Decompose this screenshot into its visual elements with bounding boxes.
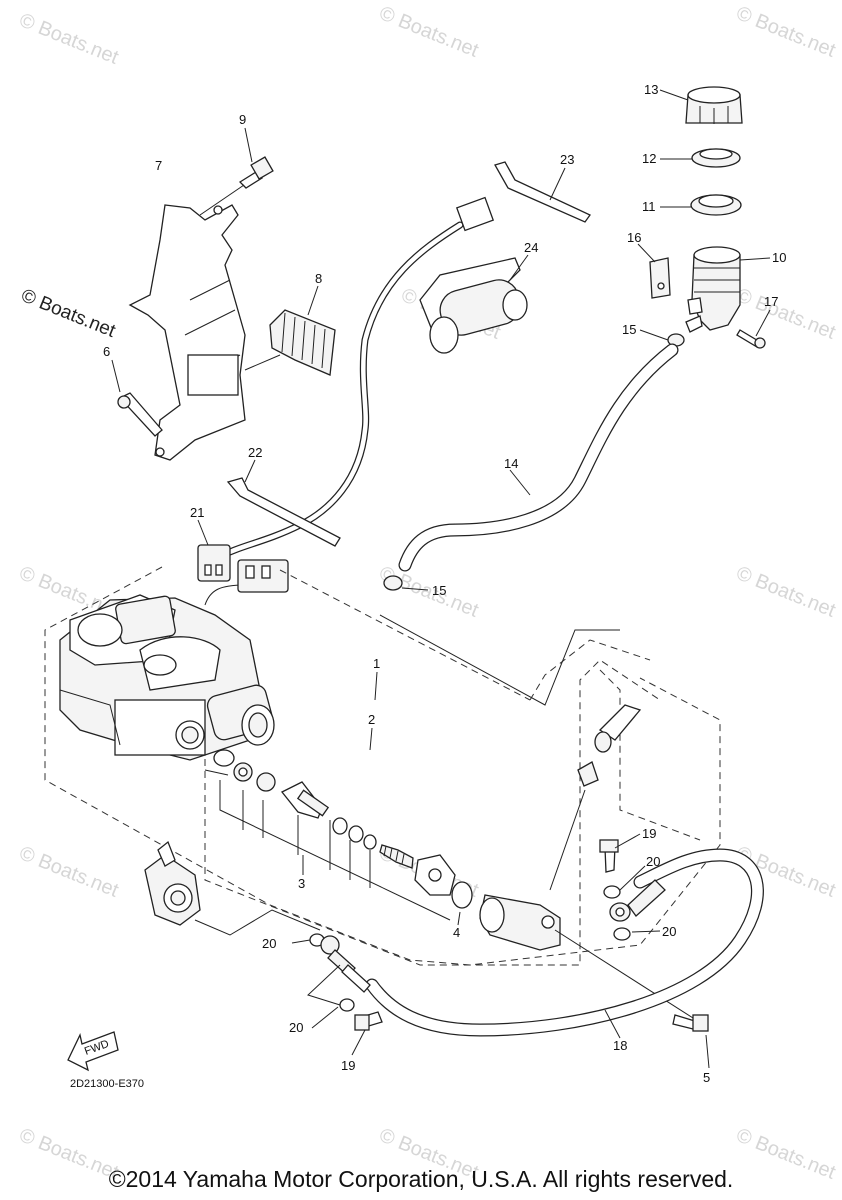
callout-7: 7 bbox=[155, 158, 162, 173]
reservoir-part-10 bbox=[687, 246, 741, 331]
bolt-part-5 bbox=[672, 1014, 709, 1032]
callout-19-upper: 19 bbox=[642, 826, 656, 841]
bolt-part-19-lower bbox=[354, 1011, 383, 1031]
banjo-fitting bbox=[609, 879, 666, 922]
cylinder-part-5 bbox=[479, 894, 561, 951]
watermark-grid: © Boats.net © Boats.net © Boats.net © Bo… bbox=[16, 2, 839, 1184]
callout-2: 2 bbox=[368, 712, 375, 727]
washer-part-20-d bbox=[339, 998, 355, 1012]
callout-20-a: 20 bbox=[646, 854, 660, 869]
watermark: © Boats.net bbox=[376, 562, 482, 622]
clamp-part-24 bbox=[419, 257, 528, 354]
callout-12: 12 bbox=[642, 151, 656, 166]
callout-15-upper: 15 bbox=[622, 322, 636, 337]
seal-part-11 bbox=[690, 194, 742, 216]
callout-3: 3 bbox=[298, 876, 305, 891]
callout-20-d: 20 bbox=[289, 1020, 303, 1035]
actuator-body bbox=[59, 594, 275, 761]
washer-part-20-a bbox=[603, 885, 621, 899]
bolt-part-19-upper bbox=[599, 839, 619, 873]
clip-part-15-lower bbox=[383, 575, 403, 591]
bolt-part-9 bbox=[238, 156, 274, 189]
plate-part-16 bbox=[649, 257, 671, 299]
callout-21: 21 bbox=[190, 505, 204, 520]
callout-11: 11 bbox=[642, 199, 656, 214]
watermark-prominent: © Boats.net bbox=[18, 285, 119, 342]
watermark: © Boats.net bbox=[16, 9, 122, 69]
callout-24: 24 bbox=[524, 240, 538, 255]
callout-16: 16 bbox=[627, 230, 641, 245]
ring-part-12 bbox=[691, 148, 741, 168]
callout-10: 10 bbox=[772, 250, 786, 265]
fitting-upper bbox=[577, 704, 642, 787]
connector-part-21 bbox=[197, 544, 231, 582]
callout-20-c: 20 bbox=[262, 936, 276, 951]
callout-13: 13 bbox=[644, 82, 658, 97]
banjo-fitting-lower bbox=[320, 935, 371, 993]
valve-assembly bbox=[144, 840, 201, 926]
bolt-part-6 bbox=[117, 392, 163, 437]
callout-numbers: 13 12 11 10 16 17 15 9 7 8 6 23 24 14 22… bbox=[103, 82, 786, 1085]
watermark: © Boats.net bbox=[16, 842, 122, 902]
callout-8: 8 bbox=[315, 271, 322, 286]
cable-tie-part-23 bbox=[494, 161, 591, 223]
connector-plug bbox=[237, 559, 289, 593]
callout-4: 4 bbox=[453, 925, 460, 940]
callout-20-b: 20 bbox=[662, 924, 676, 939]
callout-9: 9 bbox=[239, 112, 246, 127]
callout-18: 18 bbox=[613, 1038, 627, 1053]
subassembly-3-parts bbox=[213, 749, 473, 909]
callout-15-lower: 15 bbox=[432, 583, 446, 598]
cap-part-13 bbox=[685, 86, 743, 124]
callout-14: 14 bbox=[504, 456, 518, 471]
watermark: © Boats.net bbox=[376, 2, 482, 62]
callout-22: 22 bbox=[248, 445, 262, 460]
watermark: © Boats.net bbox=[733, 562, 839, 622]
washer-part-20-b bbox=[613, 927, 631, 941]
callout-6: 6 bbox=[103, 344, 110, 359]
callout-19-lower: 19 bbox=[341, 1058, 355, 1073]
regulator-part-8 bbox=[269, 309, 336, 376]
diagram-code: 2D21300-E370 bbox=[70, 1078, 144, 1090]
callout-5: 5 bbox=[703, 1070, 710, 1085]
callout-1: 1 bbox=[373, 656, 380, 671]
screw-part-17 bbox=[736, 329, 766, 349]
fwd-arrow-icon: FWD bbox=[67, 1031, 119, 1072]
bracket-part-7 bbox=[128, 204, 246, 461]
copyright-notice: ©2014 Yamaha Motor Corporation, U.S.A. A… bbox=[108, 1166, 734, 1192]
cable-tie-part-22 bbox=[226, 477, 341, 547]
callout-23: 23 bbox=[560, 152, 574, 167]
watermark: © Boats.net bbox=[733, 2, 839, 62]
callout-17: 17 bbox=[764, 294, 778, 309]
